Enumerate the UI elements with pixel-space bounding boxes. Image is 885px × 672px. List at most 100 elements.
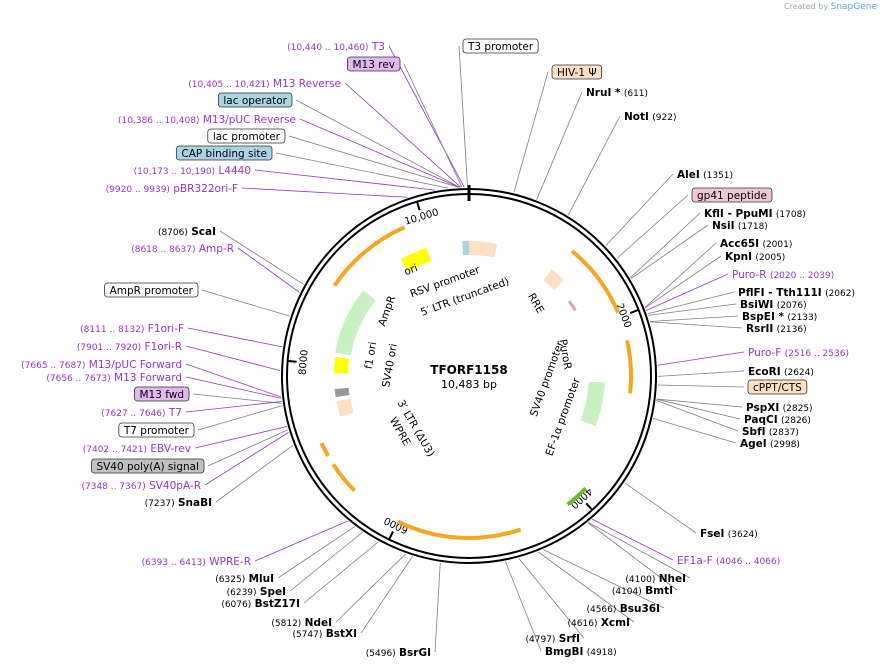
label-position: (6076) — [221, 600, 251, 610]
label-position: (1718) — [738, 222, 768, 232]
label-leader-lines — [185, 45, 745, 653]
label-ebv-rev: (7402 .. 7421) EBV-rev — [83, 443, 191, 455]
label-name: AgeI — [740, 438, 767, 450]
label-text: T3 promoter — [467, 41, 534, 53]
leader-line — [656, 398, 741, 420]
leader-line — [592, 518, 674, 561]
label-name: SpeI — [260, 586, 286, 598]
label-kfli-ppumi: KflI - PpuMI (1708) — [704, 208, 806, 220]
label-pspxi: PspXI (2825) — [746, 402, 813, 414]
label-bstz17i: (6076) BstZ17I — [221, 598, 300, 610]
label-noti: NotI (922) — [624, 111, 676, 123]
leader-line — [215, 444, 294, 503]
leader-line — [388, 45, 465, 188]
leader-line — [644, 242, 717, 308]
label-position: (7237) — [145, 499, 175, 509]
label-l4440: (10,173 .. 10,190) L4440 — [134, 165, 251, 177]
label-rsrii: RsrII (2136) — [746, 323, 807, 335]
label-position: (2136) — [777, 325, 807, 335]
label-text: KpnI (2005) — [725, 251, 785, 263]
leader-line — [650, 321, 743, 329]
label-sv40-poly-a-signal: SV40 poly(A) signal — [91, 458, 205, 474]
label-position: (6325) — [215, 575, 245, 585]
label-bsu36i: (4566) Bsu36I — [586, 603, 660, 615]
label-name: BstZ17I — [255, 598, 300, 610]
leader-line — [187, 327, 283, 348]
label-nsii: NsiI (1718) — [712, 220, 768, 232]
label-text: (7665 .. 7687) M13/pUC Forward — [21, 359, 182, 371]
label-text: (5747) BstXI — [292, 628, 357, 640]
tick-mark — [585, 502, 594, 511]
label-xcmi: (4616) XcmI — [568, 617, 630, 629]
leader-line — [288, 135, 459, 188]
label-bmti: (4104) BmtI — [612, 585, 673, 597]
label-name: KpnI — [725, 251, 752, 263]
label-text: lac promoter — [213, 131, 281, 143]
label-box — [134, 386, 190, 402]
ori-arrow — [400, 247, 432, 272]
leader-line — [647, 291, 735, 315]
label-text: (5496) BsrGI — [366, 647, 431, 659]
label-box — [104, 282, 199, 298]
label-position: (2062) — [825, 289, 855, 299]
leader-line — [299, 118, 460, 188]
label-position: (2826) — [781, 416, 811, 426]
label-name: Puro-F — [748, 347, 781, 359]
label-text: (7402 .. 7421) EBV-rev — [83, 443, 191, 455]
orange-arrow — [396, 519, 522, 540]
leader-line — [185, 345, 281, 371]
tick-mark — [388, 530, 394, 540]
label-gp41-peptide: gp41 peptide — [691, 187, 773, 203]
label-position: (10,440 .. 10,460) — [287, 43, 368, 53]
label-name: PaqCI — [744, 414, 778, 426]
orange-arrow — [570, 249, 620, 314]
leader-line — [543, 549, 665, 609]
label-text: NruI * (611) — [586, 87, 648, 99]
label-position: (2076) — [777, 301, 807, 311]
label-name: WPRE-R — [209, 556, 251, 568]
label-m13-fwd: M13 fwd — [134, 386, 190, 402]
label-name: T7 — [168, 407, 182, 419]
label-position: (7627 .. 7646) — [101, 409, 165, 419]
label-box — [175, 145, 273, 161]
label-name: PflFI - Tth111I — [738, 287, 822, 299]
label-name: BstXI — [326, 628, 357, 640]
label-text: (4797) SrfI — [526, 633, 581, 645]
label-name: Puro-R — [732, 269, 767, 281]
label-box — [118, 422, 195, 438]
label-text: (5812) NdeI — [271, 617, 332, 629]
label-name: XcmI — [601, 617, 630, 629]
label-box — [91, 458, 205, 474]
label-ecori: EcoRI (2624) — [748, 366, 814, 378]
leader-line — [653, 417, 737, 444]
label-nrui: NruI * (611) — [586, 87, 648, 99]
leader-line — [201, 289, 290, 317]
label-agei: AgeI (2998) — [740, 438, 800, 450]
label-box — [347, 56, 401, 72]
label-name: M13/pUC Reverse — [203, 114, 296, 126]
leader-line — [646, 273, 729, 311]
label-name: KflI - PpuMI — [704, 208, 773, 220]
tick-mark — [416, 201, 421, 211]
label-sbfi: SbfI (2837) — [742, 426, 799, 438]
label-position: (2005) — [755, 253, 785, 263]
label-text: (8111 .. 8132) F1ori-F — [80, 323, 184, 335]
label-text: SV40 poly(A) signal — [96, 461, 199, 473]
label-text: BsiWI (2076) — [740, 299, 807, 311]
label-text: M13 fwd — [139, 389, 184, 401]
label-position: (5747) — [292, 630, 322, 640]
leader-line — [197, 405, 283, 431]
label-position: (3624) — [728, 530, 758, 540]
label-name: BspEI * — [742, 311, 785, 323]
leader-line — [185, 376, 282, 399]
label-name: EF1a-F — [677, 555, 713, 567]
leader-line — [647, 303, 737, 316]
label-text: (6076) BstZ17I — [221, 598, 300, 610]
label-text: Acc65I (2001) — [720, 238, 792, 250]
label-name: SnaBI — [178, 497, 212, 509]
leader-line — [587, 522, 678, 591]
leader-line — [537, 551, 635, 623]
puror-arrow — [580, 381, 605, 427]
